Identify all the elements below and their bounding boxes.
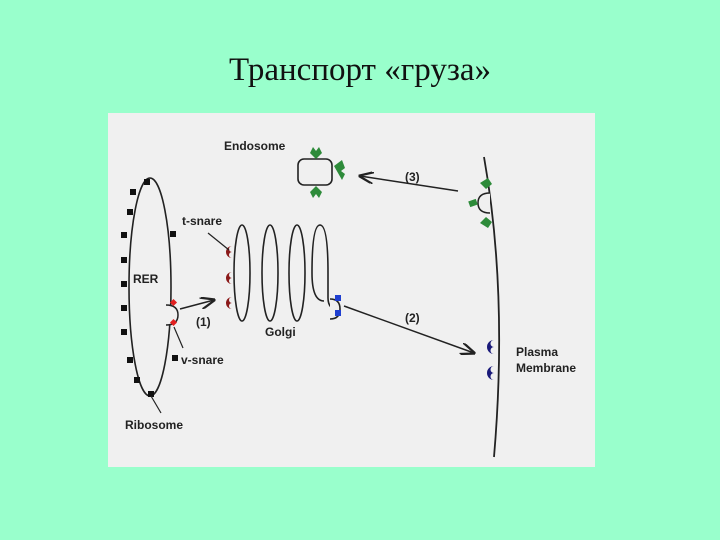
endosome-receptor xyxy=(334,160,345,180)
ribosome-dot xyxy=(170,231,176,237)
ribosome-dot xyxy=(121,281,127,287)
diagram-panel: Endosome t-snare RER (1) v-snare Golgi (… xyxy=(108,113,595,467)
label-ribosome: Ribosome xyxy=(125,418,183,432)
ribosome-dot xyxy=(121,329,127,335)
ribosome-dot xyxy=(127,209,133,215)
plasma-receptor xyxy=(487,340,494,354)
plasma-green-receptor xyxy=(468,198,478,208)
arrow-step-2 xyxy=(343,305,474,353)
ribosome-dot xyxy=(144,179,150,185)
rer xyxy=(121,177,179,397)
ribosome-dot xyxy=(121,257,127,263)
arrow-step-3 xyxy=(360,176,459,192)
label-step-2: (2) xyxy=(405,311,420,325)
plasma-receptors xyxy=(487,340,494,380)
endosome-receptor xyxy=(310,186,322,198)
golgi-cisterna xyxy=(261,224,279,322)
golgi xyxy=(233,224,341,322)
label-t-snare: t-snare xyxy=(182,214,222,228)
label-endosome: Endosome xyxy=(224,139,286,153)
label-membrane: Membrane xyxy=(516,361,576,375)
endosome xyxy=(297,147,345,198)
ribosome-dot xyxy=(130,189,136,195)
t-snare-leader xyxy=(207,232,230,251)
v-snare-marker xyxy=(169,298,178,307)
endosome-receptor xyxy=(310,147,322,159)
golgi-vesicle-marker xyxy=(335,295,341,301)
ribosomes xyxy=(121,179,178,397)
ribosome-dot xyxy=(121,232,127,238)
golgi-cisterna xyxy=(233,224,251,322)
t-snare-receptor xyxy=(226,272,232,284)
ribosome-leader xyxy=(150,395,162,414)
plasma-receptor xyxy=(487,366,494,380)
slide-title: Транспорт «груза» xyxy=(228,52,492,88)
endocytic-vesicle xyxy=(477,192,491,214)
plasma-green-receptor xyxy=(480,178,492,189)
label-plasma: Plasma xyxy=(516,345,558,359)
t-snares xyxy=(226,246,232,309)
vesicle-transport-diagram: Endosome t-snare RER (1) v-snare Golgi (… xyxy=(121,139,576,458)
label-v-snare: v-snare xyxy=(181,353,224,367)
endosome-body xyxy=(297,158,333,186)
ribosome-dot xyxy=(127,357,133,363)
plasma-green-receptor xyxy=(480,217,492,228)
v-snare-marker xyxy=(169,318,178,327)
rer-outline xyxy=(128,177,172,397)
golgi-vesicle-marker xyxy=(335,310,341,316)
ribosome-dot xyxy=(134,377,140,383)
label-step-1: (1) xyxy=(196,315,211,329)
v-snare-leader xyxy=(173,326,184,349)
t-snare-receptor xyxy=(226,297,232,309)
golgi-cisterna-budding xyxy=(311,224,341,311)
ribosome-dot xyxy=(121,305,127,311)
label-golgi: Golgi xyxy=(265,325,296,339)
arrow-step-1 xyxy=(179,300,214,310)
ribosome-dot xyxy=(148,391,154,397)
label-rer: RER xyxy=(133,272,159,286)
golgi-cisterna xyxy=(288,224,306,322)
label-step-3: (3) xyxy=(405,170,420,184)
ribosome-dot xyxy=(172,355,178,361)
